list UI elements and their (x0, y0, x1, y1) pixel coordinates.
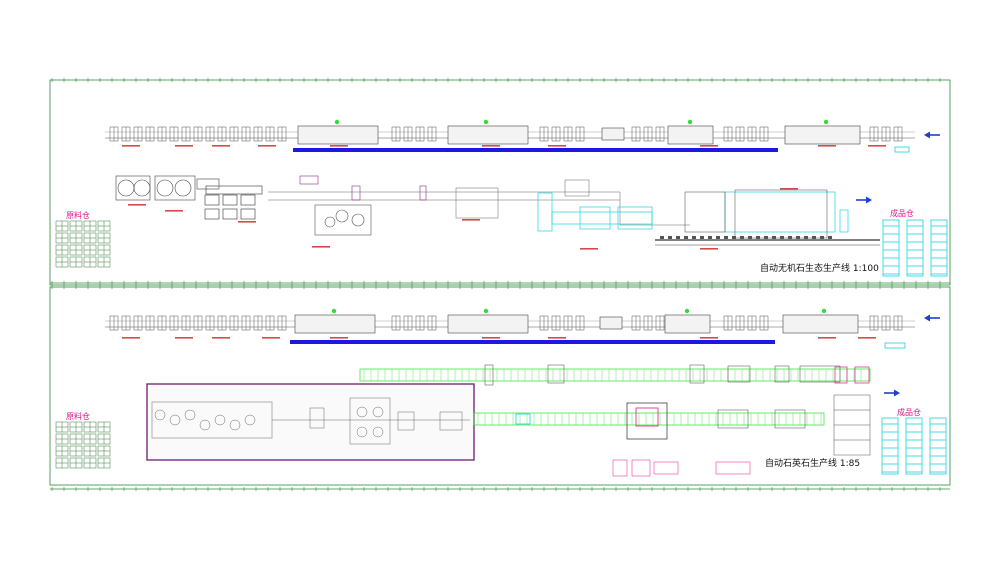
raw-material-warehouse-label: 原料仓 (66, 211, 90, 220)
finished-goods-warehouse-label: 成品仓 (897, 408, 921, 417)
finished-goods-warehouse-label: 成品仓 (890, 209, 914, 218)
frame-column-ticks (51, 78, 941, 491)
flow-arrow-icon (924, 314, 940, 322)
line1-press-conveyor (105, 119, 940, 153)
line1-production-area (55, 175, 948, 277)
line2-title: 自动石英石生产线 1:85 (765, 459, 861, 469)
line1-title: 自动无机石生态生产线 1:100 (760, 264, 879, 274)
raw-material-warehouse-label: 原料仓 (66, 412, 90, 421)
line2-production-area (55, 364, 947, 477)
flow-arrow-icon (924, 131, 940, 139)
line2-press-conveyor (105, 308, 940, 349)
flow-arrow-icon (856, 196, 872, 204)
flow-arrow-icon (884, 389, 900, 397)
building-frames (49, 79, 951, 490)
